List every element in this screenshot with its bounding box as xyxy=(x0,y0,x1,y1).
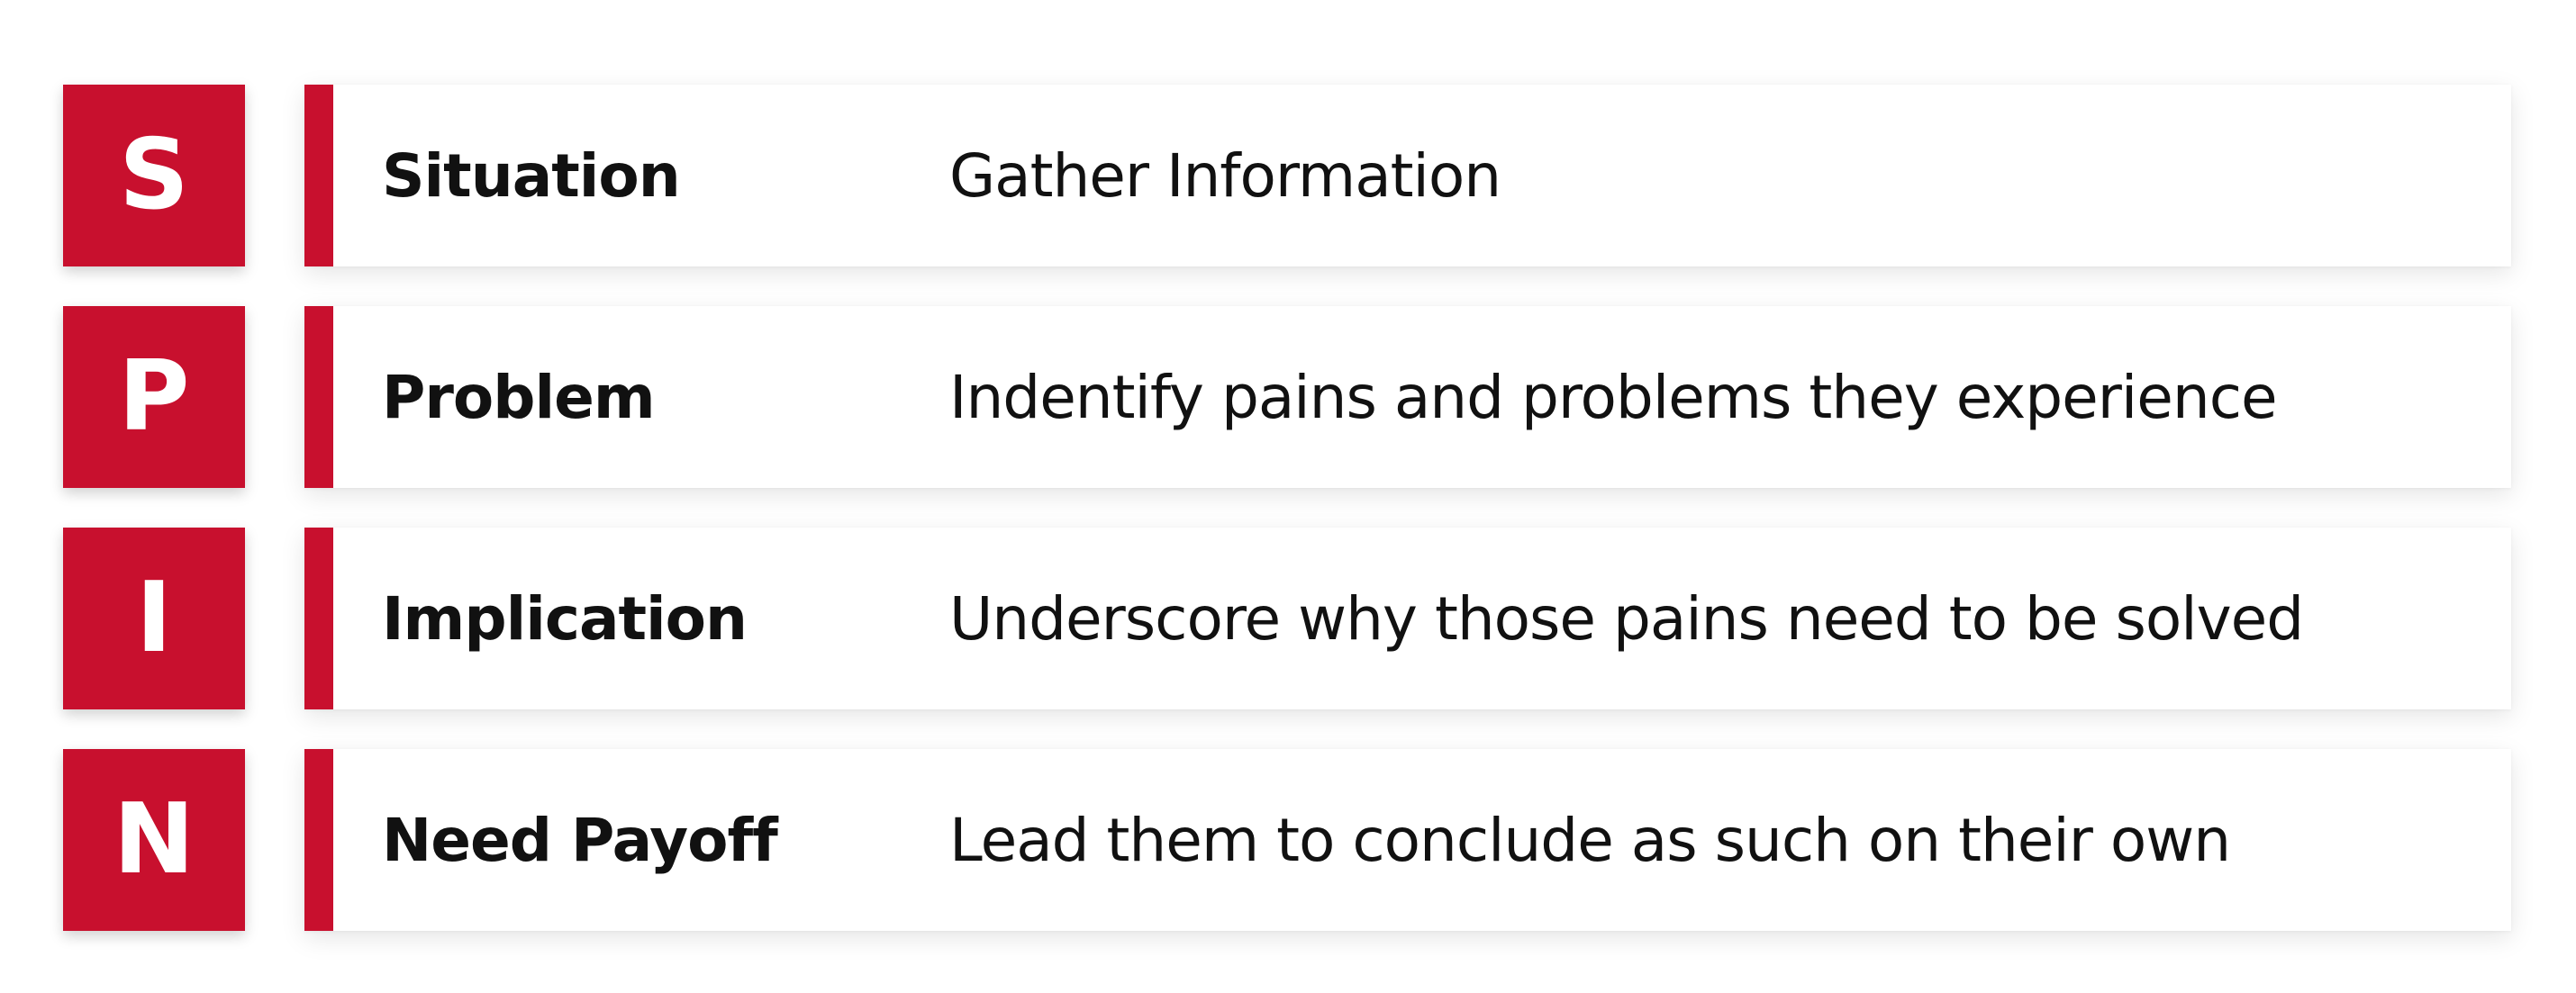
accent-bar xyxy=(304,85,333,266)
description-text: Indentify pains and problems they experi… xyxy=(949,362,2278,432)
term-label: Need Payoff xyxy=(382,805,778,875)
spin-row-implication: I Implication Underscore why those pains… xyxy=(63,528,2513,709)
spin-row-situation: S Situation Gather Information xyxy=(63,85,2513,266)
accent-bar xyxy=(304,749,333,931)
accent-bar xyxy=(304,306,333,488)
content-card-problem: Problem Indentify pains and problems the… xyxy=(304,306,2511,488)
description-text: Gather Information xyxy=(949,140,1501,211)
accent-bar xyxy=(304,528,333,709)
term-label: Problem xyxy=(382,362,656,432)
content-card-situation: Situation Gather Information xyxy=(304,85,2511,266)
letter-badge-s: S xyxy=(63,85,245,266)
spin-row-need-payoff: N Need Payoff Lead them to conclude as s… xyxy=(63,749,2513,931)
term-label: Implication xyxy=(382,583,748,654)
letter-badge-p: P xyxy=(63,306,245,488)
content-card-implication: Implication Underscore why those pains n… xyxy=(304,528,2511,709)
description-text: Lead them to conclude as such on their o… xyxy=(949,805,2231,875)
spin-row-problem: P Problem Indentify pains and problems t… xyxy=(63,306,2513,488)
content-card-need-payoff: Need Payoff Lead them to conclude as suc… xyxy=(304,749,2511,931)
letter-badge-i: I xyxy=(63,528,245,709)
letter-badge-n: N xyxy=(63,749,245,931)
description-text: Underscore why those pains need to be so… xyxy=(949,583,2304,654)
term-label: Situation xyxy=(382,140,681,211)
